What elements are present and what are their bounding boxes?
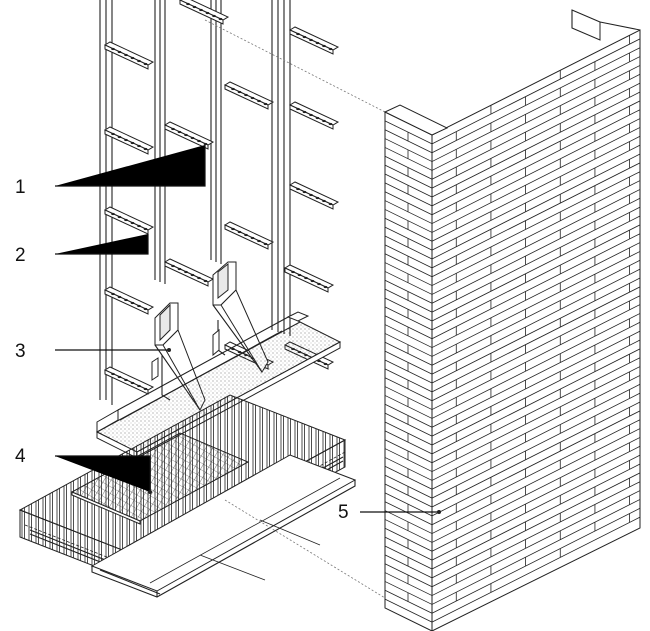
brick-veneer-wall	[383, 9, 641, 631]
rail-right	[271, 0, 291, 336]
rail-center	[210, 0, 222, 264]
anchor-plate	[103, 286, 155, 315]
callouts: 1 2 3 4 5	[15, 145, 441, 523]
substructure	[18, 0, 386, 599]
anchor-plate	[103, 126, 155, 155]
anchor-plate	[288, 181, 340, 210]
anchor-plate	[163, 121, 215, 150]
callout-number-4: 4	[15, 446, 26, 467]
anchor-plate	[283, 264, 335, 293]
brick-wall-return	[571, 9, 601, 41]
callout-2: 2	[15, 234, 149, 266]
callout-4: 4	[15, 446, 152, 494]
callout-3: 3	[15, 341, 171, 362]
perforated-wall-anchors	[103, 0, 340, 395]
callout-number-1: 1	[15, 177, 26, 198]
reinforcement-mesh	[70, 432, 250, 525]
callout-1: 1	[15, 145, 206, 198]
callout-5: 5	[338, 502, 441, 523]
anchor-plate	[163, 258, 215, 287]
callout-number-5: 5	[338, 502, 349, 523]
rail-left-outer	[99, 0, 113, 405]
vertical-support-rails	[99, 0, 291, 405]
anchor-plate	[288, 26, 340, 55]
anchor-plate	[103, 206, 155, 235]
anchor-plate	[223, 81, 275, 110]
anchor-plate	[178, 0, 230, 25]
anchor-plate	[288, 101, 340, 130]
base-slab	[90, 454, 357, 598]
brick-courses	[384, 35, 641, 623]
anchor-plate	[103, 41, 155, 70]
callout-number-3: 3	[15, 341, 26, 362]
callout-number-2: 2	[15, 245, 26, 266]
rail-left-inner	[154, 0, 166, 284]
anchor-plate	[223, 221, 275, 250]
